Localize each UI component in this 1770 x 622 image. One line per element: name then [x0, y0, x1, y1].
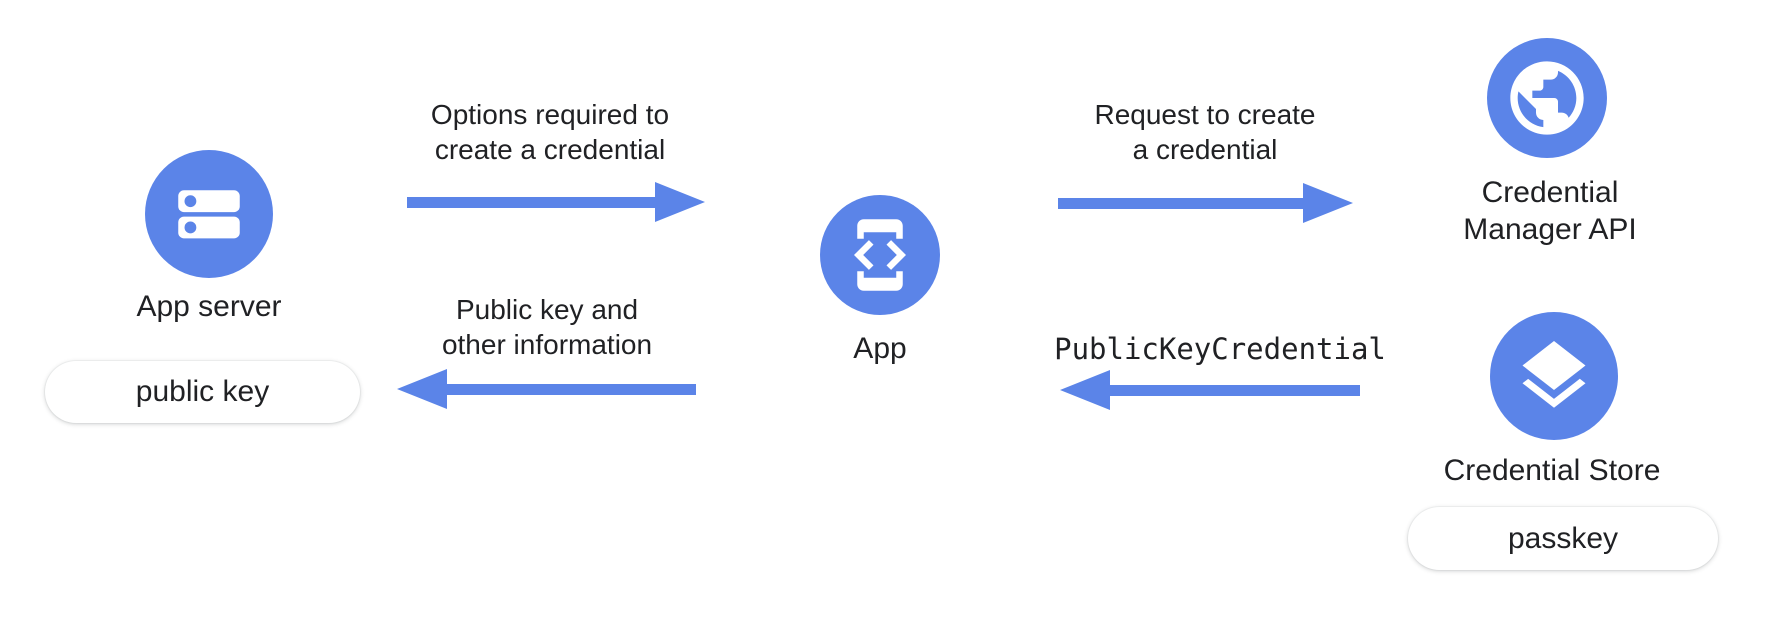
public-key-info-arrow-head: [397, 369, 447, 409]
public-key-pill: public key: [45, 361, 360, 423]
app-label: App: [853, 332, 907, 365]
credential-manager-label: Credential Manager API: [1463, 174, 1636, 248]
globe-icon: [1503, 54, 1591, 142]
request-arrow-head: [1303, 183, 1353, 223]
passkey-pill: passkey: [1408, 507, 1718, 570]
request-arrow-label-line1: Request to create: [1094, 99, 1316, 130]
credential-store-label: Credential Store: [1443, 454, 1661, 487]
publickeycredential-arrow-label: PublicKeyCredential: [1054, 332, 1386, 366]
public-key-pill-label: public key: [135, 375, 270, 408]
options-arrow-label-line2: create a credential: [434, 134, 666, 165]
options-arrow-label: Options required to create a credential: [431, 97, 669, 167]
phone-code-icon: [841, 216, 919, 294]
publickeycredential-arrow-shaft: [1110, 384, 1360, 396]
layers-icon: [1512, 334, 1596, 418]
passkey-pill-label: passkey: [1507, 521, 1619, 555]
public-key-info-arrow-left: [397, 369, 696, 409]
public-key-info-label-line2: other information: [441, 329, 653, 360]
app-node: [820, 195, 940, 315]
public-key-info-arrow-shaft: [447, 383, 696, 395]
credential-manager-node: [1487, 38, 1607, 158]
public-key-info-arrow-label: Public key and other information: [442, 292, 652, 362]
options-arrow-head: [655, 182, 705, 222]
server-icon: [168, 173, 250, 255]
credential-manager-label-line1: Credential: [1481, 176, 1619, 209]
app-server-node: [145, 150, 273, 278]
request-arrow-right: [1058, 183, 1353, 223]
request-arrow-label-line2: a credential: [1132, 134, 1278, 165]
options-arrow-label-line1: Options required to: [430, 99, 670, 130]
credential-store-node: [1490, 312, 1618, 440]
request-arrow-label: Request to create a credential: [1094, 97, 1315, 167]
options-arrow-right: [407, 182, 705, 222]
app-server-label: App server: [136, 290, 282, 323]
request-arrow-shaft: [1058, 197, 1303, 209]
public-key-info-label-line1: Public key and: [455, 294, 639, 325]
publickeycredential-arrow-head: [1060, 370, 1110, 410]
options-arrow-shaft: [407, 196, 655, 208]
publickeycredential-arrow-left: [1060, 370, 1360, 410]
credential-manager-label-line2: Manager API: [1463, 213, 1637, 246]
